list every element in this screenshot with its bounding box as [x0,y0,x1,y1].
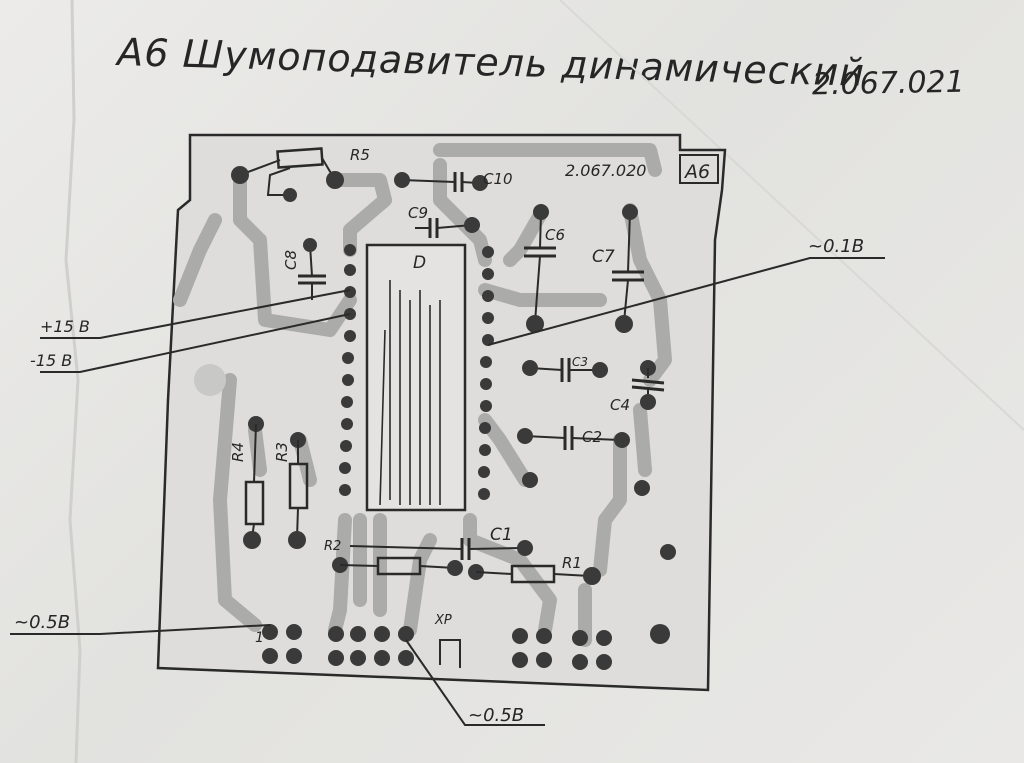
label-c7: C7 [592,247,615,267]
label-r4: R4 [229,442,247,462]
callout-tp05-left: ~0.5В [14,612,70,633]
label-c6: C6 [545,226,565,244]
callout-minus15: -15 В [30,351,72,370]
callout-tp05-bottom: ~0.5В [468,705,524,726]
capacitor-c1 [349,538,533,560]
callout-lines [10,257,885,726]
label-r3: R3 [273,442,291,462]
capacitor-c8 [298,238,326,300]
chip-inner-traces [379,280,441,506]
label-chip-d: D [413,253,426,273]
label-c9: C9 [408,204,428,222]
copper-traces [173,143,672,647]
paper-crease [64,0,82,763]
label-pin1: 1 [255,630,264,646]
capacitor-c4 [631,360,665,410]
label-r2: R2 [324,539,341,554]
capacitor-c3 [522,358,608,382]
capacitor-c2 [517,426,650,496]
board-tag-frame [679,154,719,184]
resistor-r2 [332,556,463,576]
label-c1: C1 [490,525,513,545]
label-r1: R1 [562,554,582,572]
label-c3: C3 [572,355,588,369]
capacitor-c6 [524,204,556,333]
connector-xp-pads [262,624,612,670]
resistor-r3 [288,432,309,549]
label-connector-xp: XP [434,613,452,628]
label-c2: C2 [582,428,602,446]
resistor-r4 [243,416,265,549]
label-c10: C10 [483,170,513,188]
label-c8: C8 [282,250,300,270]
callout-tp01: ~0.1В [808,236,864,257]
capacitor-c9 [415,217,480,238]
label-c4: C4 [610,396,630,414]
connector-key-slot [439,639,461,668]
callout-plus15: +15 В [40,317,90,336]
resistor-r5 [231,147,344,202]
label-board-tag: А6 [683,161,710,183]
label-board-code: 2.067.020 [565,161,646,180]
chip-left-pins [339,244,356,496]
paper-fold [559,0,1024,431]
mounting-spot [194,364,226,396]
label-r5: R5 [350,146,370,164]
chip-right-pins [478,246,494,500]
capacitor-c7 [612,204,644,333]
misc-pads [522,472,676,644]
capacitor-c10 [394,172,488,192]
resistor-r1 [468,564,601,585]
